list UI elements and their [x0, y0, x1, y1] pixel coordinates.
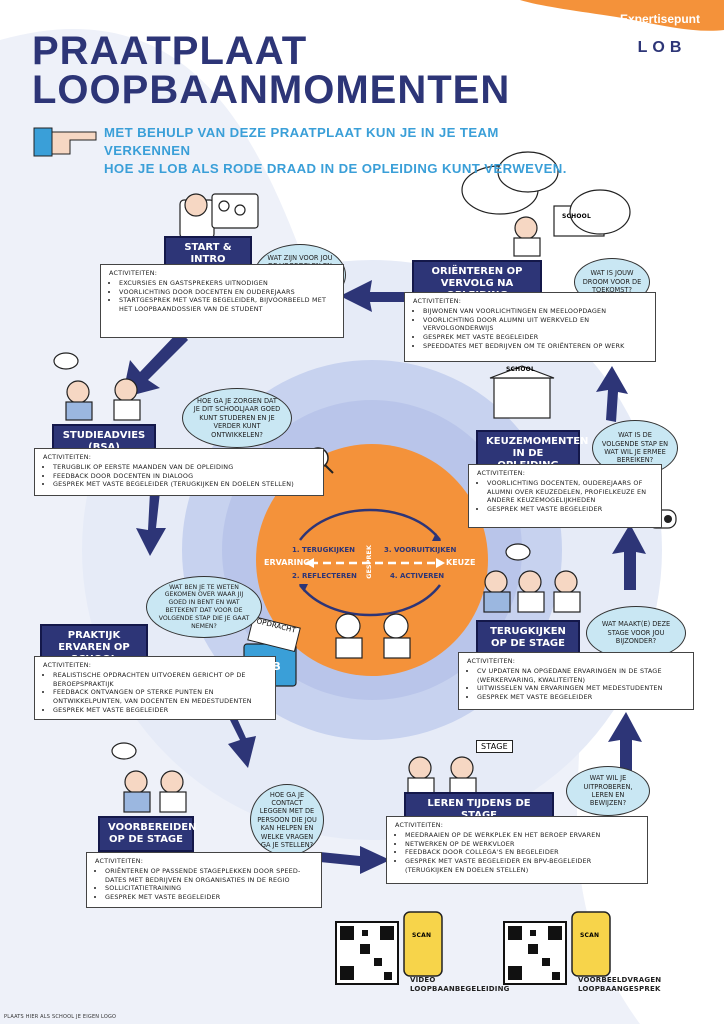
- intro-text: MET BEHULP VAN DEZE PRAATPLAAT KUN JE IN…: [104, 124, 574, 178]
- activity-item: GESPREK MET VASTE BEGELEIDER: [53, 706, 267, 715]
- qr-label-video[interactable]: VIDEO LOOPBAANBEGELEIDING: [410, 976, 510, 994]
- intro-line-1: MET BEHULP VAN DEZE PRAATPLAAT KUN JE IN…: [104, 125, 499, 158]
- activities-card-start: ACTIVITEITEN: EXCURSIES EN GASTSPREKERS …: [100, 264, 344, 338]
- activity-item: BIJWONEN VAN VOORLICHTINGEN EN MEELOOPDA…: [423, 307, 647, 316]
- activity-item: VOORLICHTING DOOR DOCENTEN EN OUDEREJAAR…: [119, 288, 335, 297]
- activity-item: GESPREK MET VASTE BEGELEIDER: [423, 333, 647, 342]
- activities-card-orienteren: ACTIVITEITEN: BIJWONEN VAN VOORLICHTINGE…: [404, 292, 656, 362]
- activity-item: VOORLICHTING DOOR ALUMNI UIT WERKVELD EN…: [423, 316, 647, 334]
- brand-banner: [520, 0, 724, 31]
- phone-icon-video: [403, 911, 443, 977]
- brand-logo: LOB: [622, 36, 702, 60]
- activity-item: TERUGBLIK OP EERSTE MAANDEN VAN DE OPLEI…: [53, 463, 315, 472]
- cycle-arrow-bottom: [299, 584, 441, 617]
- activity-item: ORIËNTEREN OP PASSENDE STAGEPLEKKEN DOOR…: [105, 867, 313, 885]
- question-bubble-leren: WAT WIL JE UITPROBEREN, LEREN EN BEWIJZE…: [566, 766, 650, 816]
- step-terugkijken: 1. TERUGKIJKEN: [292, 546, 356, 554]
- intro-line-2: HOE JE LOB ALS RODE DRAAD IN DE OPLEIDIN…: [104, 161, 567, 176]
- activity-item: SOLLICITATIETRAINING: [105, 884, 313, 893]
- qr-code-voorbeeldvragen: [503, 921, 567, 985]
- qr-label-line: VIDEO: [410, 976, 436, 984]
- school-sign-2: SCHOOL: [562, 213, 591, 220]
- brand-name: Expertisepunt: [619, 12, 700, 26]
- qr-label-line: LOOPBAANGESPREK: [578, 985, 661, 993]
- activities-heading: ACTIVITEITEN:: [95, 857, 144, 865]
- lob-box-label: LOB: [256, 660, 281, 673]
- qr-label-voorbeeldvragen[interactable]: VOORBEELDVRAGEN LOOPBAANGESPREK: [578, 976, 661, 994]
- scan-label-voorbeeldvragen: SCAN: [580, 932, 600, 939]
- activity-item: NETWERKEN OP DE WERKVLOER: [405, 840, 639, 849]
- activity-item: FEEDBACK ONTVANGEN OP STERKE PUNTEN EN O…: [53, 688, 267, 706]
- activities-card-keuze: ACTIVITEITEN: VOORLICHTING DOCENTEN, OUD…: [468, 464, 662, 528]
- activities-heading: ACTIVITEITEN:: [467, 657, 516, 665]
- qr-code-video: [335, 921, 399, 985]
- question-bubble-voorbereiden: HOE GA JE CONTACT LEGGEN MET DE PERSOON …: [250, 784, 324, 856]
- activities-heading: ACTIVITEITEN:: [43, 453, 92, 461]
- scan-label-video: SCAN: [412, 932, 432, 939]
- activity-item: UITWISSELEN VAN ERVARINGEN MET MEDESTUDE…: [477, 684, 685, 693]
- title-line-1: PRAATPLAAT: [32, 29, 308, 73]
- thought-cloud: [53, 151, 631, 760]
- activities-card-praktijk: ACTIVITEITEN: REALISTISCHE OPDRACHTEN UI…: [34, 656, 276, 720]
- station-label-voorbereiden: VOORBEREIDEN OP DE STAGE: [98, 816, 196, 852]
- activities-card-bsa: ACTIVITEITEN: TERUGBLIK OP EERSTE MAANDE…: [34, 448, 324, 496]
- activity-item: FEEDBACK DOOR COLLEGA'S EN BEGELEIDER: [405, 848, 639, 857]
- qr-label-line: LOOPBAANBEGELEIDING: [410, 985, 510, 993]
- activity-item: GESPREK MET VASTE BEGELEIDER (TERUGKIJKE…: [53, 480, 315, 489]
- activities-card-voorbereiden: ACTIVITEITEN: ORIËNTEREN OP PASSENDE STA…: [86, 852, 322, 908]
- step-reflecteren: 2. REFLECTEREN: [292, 572, 357, 580]
- activities-card-leren: ACTIVITEITEN: MEEDRAAIEN OP DE WERKPLEK …: [386, 816, 648, 884]
- activity-item: FEEDBACK DOOR DOCENTEN IN DIALOOG: [53, 472, 315, 481]
- label-ervaring: ERVARING: [264, 558, 310, 567]
- phone-icon-voorbeeldvragen: [571, 911, 611, 977]
- activities-heading: ACTIVITEITEN:: [109, 269, 158, 277]
- activities-heading: ACTIVITEITEN:: [43, 661, 92, 669]
- activities-heading: ACTIVITEITEN:: [395, 821, 444, 829]
- qr-label-line: VOORBEELDVRAGEN: [578, 976, 662, 984]
- activity-item: CV UPDATEN NA OPGEDANE ERVARINGEN IN DE …: [477, 667, 685, 685]
- activity-item: EXCURSIES EN GASTSPREKERS UITNODIGEN: [119, 279, 335, 288]
- activity-item: GESPREK MET VASTE BEGELEIDER: [487, 505, 653, 514]
- activities-card-terugkijken: ACTIVITEITEN: CV UPDATEN NA OPGEDANE ERV…: [458, 652, 694, 710]
- label-keuze: KEUZE: [446, 558, 476, 567]
- question-bubble-terugkijken: WAT MAAKT(E) DEZE STAGE VOOR JOU BIJZOND…: [586, 606, 686, 660]
- school-sign: SCHOOL: [506, 366, 535, 373]
- illustration-people: [65, 193, 581, 813]
- pointing-hand-icon: [33, 127, 97, 157]
- activity-item: STARTGESPREK MET VASTE BEGELEIDER, BIJVO…: [119, 296, 335, 314]
- activity-item: GESPREK MET VASTE BEGELEIDER: [105, 893, 313, 902]
- activity-item: MEEDRAAIEN OP DE WERKPLEK EN HET BEROEP …: [405, 831, 639, 840]
- step-activeren: 4. ACTIVEREN: [390, 572, 445, 580]
- question-bubble-praktijk: WAT BEN JE TE WETEN GEKOMEN OVER WAAR JI…: [146, 576, 262, 638]
- question-bubble-bsa: HOE GA JE ZORGEN DAT JE DIT SCHOOLJAAR G…: [182, 388, 292, 448]
- center-circle: [256, 444, 488, 676]
- label-gesprek: GESPREK: [364, 545, 373, 579]
- title-line-2: LOOPBAANMOMENTEN: [32, 68, 511, 112]
- activity-item: REALISTISCHE OPDRACHTEN UITVOEREN GERICH…: [53, 671, 267, 689]
- step-vooruitkijken: 3. VOORUITKIJKEN: [384, 546, 457, 554]
- station-label-terugkijken: TERUGKIJKEN OP DE STAGE: [476, 620, 580, 656]
- activities-heading: ACTIVITEITEN:: [413, 297, 462, 305]
- activities-heading: ACTIVITEITEN:: [477, 469, 526, 477]
- cycle-arrow-top: [299, 508, 441, 541]
- activity-item: SPEEDDATES MET BEDRIJVEN OM TE ORIËNTERE…: [423, 342, 647, 351]
- activity-item: VOORLICHTING DOCENTEN, OUDEREJAARS OF AL…: [487, 479, 653, 505]
- footer-logo-note: PLAATS HIER ALS SCHOOL JE EIGEN LOGO: [4, 1014, 117, 1020]
- activity-item: GESPREK MET VASTE BEGELEIDER: [477, 693, 685, 702]
- page-title: PRAATPLAAT LOOPBAANMOMENTEN: [32, 29, 511, 112]
- activity-item: GESPREK MET VASTE BEGELEIDER EN BPV-BEGE…: [405, 857, 639, 875]
- stage-sign: STAGE: [476, 740, 513, 753]
